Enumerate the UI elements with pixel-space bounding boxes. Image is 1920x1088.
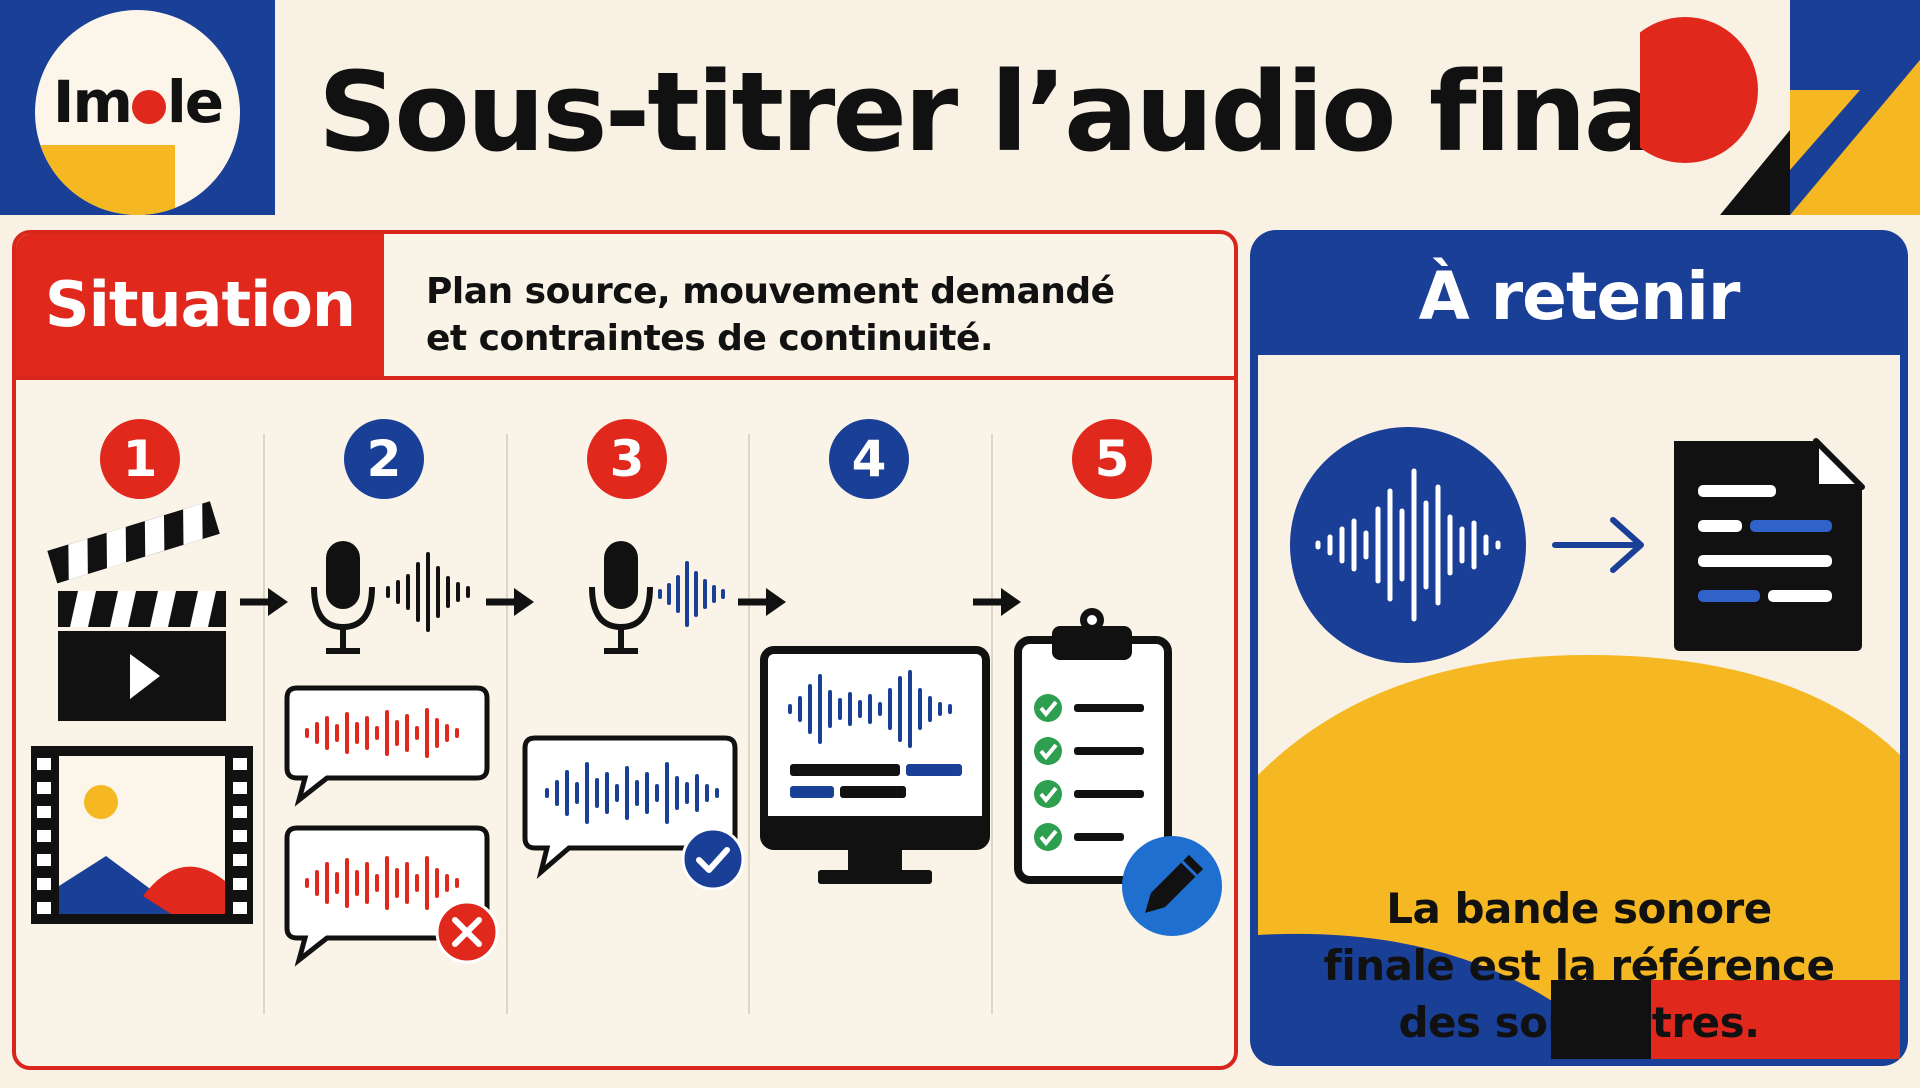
retenir-content: La bande sonore finale est la référence … [1258,355,1900,1059]
monitor-icon [760,646,990,884]
retenir-background-shapes [1258,655,1900,1059]
retenir-text-line: La bande sonore [1386,884,1772,933]
corner-decoration [1640,0,1920,215]
page-title: Sous-titrer l’audio final [318,48,1693,176]
arrow-right-icon [973,588,1021,616]
step-number-1: 1 [100,419,180,499]
step-number-2: 2 [344,419,424,499]
error-x-icon [435,900,499,964]
arrow-right-icon [240,588,288,616]
retenir-text-line: des sous-titres. [1398,998,1760,1047]
logo-yellow-shape [35,145,175,215]
arrow-right-icon [738,588,786,616]
situation-panel: Situation Plan source, mouvement demandé… [12,230,1238,1070]
film-image-icon [31,746,253,924]
sound-wave-icon [386,552,470,632]
divider [16,376,1234,380]
retenir-panel: À retenir L [1250,230,1908,1066]
step-number-3: 3 [587,419,667,499]
situation-description: Plan source, mouvement demandé et contra… [426,268,1206,362]
step-number-4: 4 [829,419,909,499]
sound-wave-icon [658,561,725,627]
arrow-right-icon [486,588,534,616]
step-number-5: 5 [1072,419,1152,499]
situation-description-line: Plan source, mouvement demandé [426,271,1115,312]
arrow-right-icon [1552,517,1644,573]
pencil-icon [1122,836,1222,936]
step-separator [991,434,993,1014]
situation-label: Situation [16,234,384,376]
speech-bubble-icon [522,735,738,880]
retenir-text: La bande sonore finale est la référence … [1258,880,1900,1051]
clipboard-checklist-icon [1014,608,1172,884]
speech-bubble-icon [284,685,490,807]
document-icon [1674,438,1865,651]
clapperboard-icon [47,501,226,721]
microphone-icon [589,541,653,654]
retenir-text-line: finale est la référence [1323,941,1835,990]
step-separator [748,434,750,1014]
retenir-title: À retenir [1418,258,1741,335]
step-separator [263,434,265,1014]
sound-wave-icon [1290,427,1526,663]
situation-description-line: et contraintes de continuité. [426,318,994,359]
microphone-icon [311,541,375,654]
check-icon [681,827,745,891]
step-separator [506,434,508,1014]
